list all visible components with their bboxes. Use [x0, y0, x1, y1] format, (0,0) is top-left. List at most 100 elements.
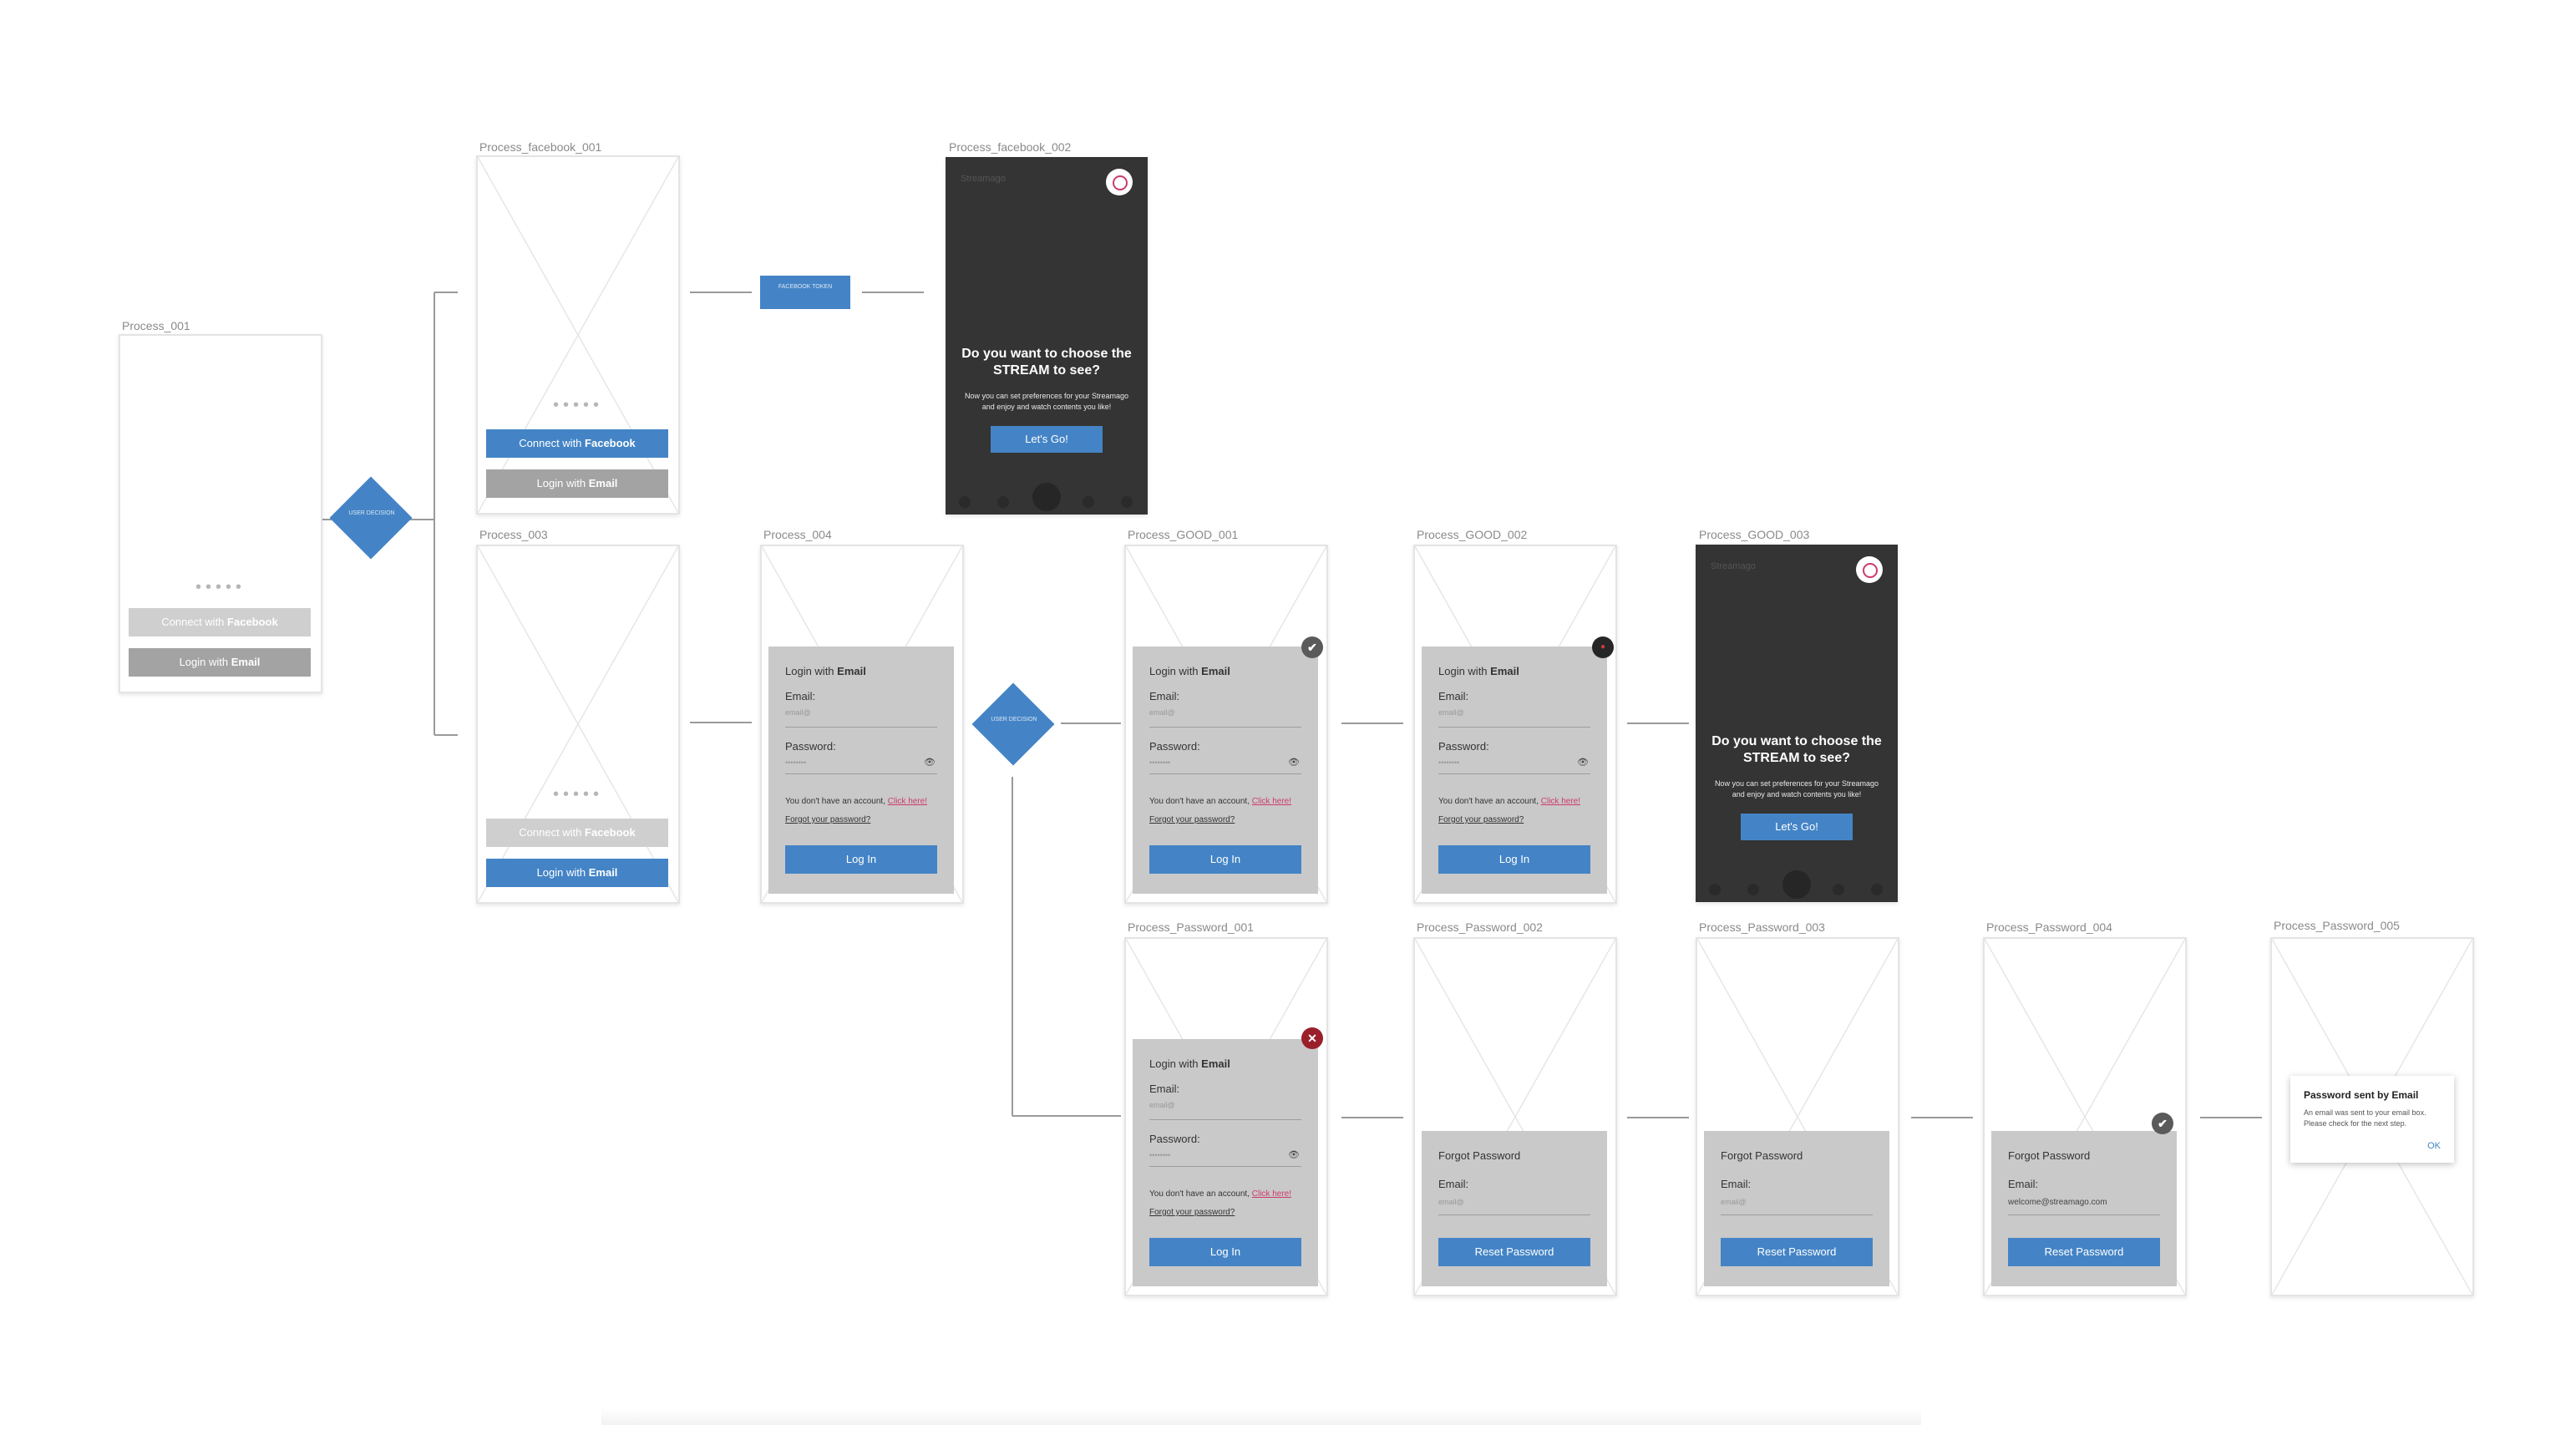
screen-process-003: ••••• Connect with Facebook Login with E… — [476, 545, 680, 904]
record-icon[interactable] — [1782, 870, 1811, 899]
email-field[interactable]: email@ — [1438, 708, 1464, 717]
password-field[interactable]: •••••••• — [1438, 758, 1460, 767]
globe-icon[interactable] — [1856, 556, 1883, 583]
lets-go-button[interactable]: Let's Go! — [1741, 814, 1853, 840]
chat-icon[interactable] — [1083, 496, 1094, 508]
stream-question: Do you want to choose the STREAM to see? — [961, 347, 1132, 378]
email-label: Email: — [1149, 1083, 1180, 1095]
login-panel: Login with Email Email: email@ Password:… — [1133, 647, 1318, 894]
screen-process-password-002: Forgot Password Email: email@ Reset Pass… — [1413, 937, 1617, 1296]
globe-icon[interactable] — [1106, 169, 1133, 195]
login-email-button[interactable]: Login with Email — [129, 648, 311, 677]
password-sent-dialog: Password sent by Email An email was sent… — [2290, 1076, 2454, 1163]
login-email-button[interactable]: Login with Email — [486, 469, 668, 498]
signup-text: You don't have an account, Click here! — [1149, 1189, 1292, 1199]
email-label: Email: — [2008, 1178, 2039, 1190]
search-icon[interactable] — [997, 496, 1009, 508]
login-panel: Login with Email Email: email@ Password:… — [1422, 647, 1607, 894]
forgot-panel: Forgot Password Email: email@ Reset Pass… — [1704, 1131, 1889, 1286]
profile-icon[interactable] — [1121, 496, 1133, 508]
password-field[interactable]: •••••••• — [785, 758, 807, 767]
email-field[interactable]: email@ — [1149, 1101, 1175, 1109]
divider — [1438, 773, 1590, 774]
signup-text: You don't have an account, Click here! — [785, 797, 928, 806]
forgot-panel: Forgot Password Email: email@ Reset Pass… — [1422, 1131, 1607, 1286]
email-field[interactable]: email@ — [1438, 1198, 1464, 1206]
lets-go-button[interactable]: Let's Go! — [991, 426, 1103, 453]
password-field[interactable]: •••••••• — [1149, 758, 1171, 767]
forgot-password-link[interactable]: Forgot your password? — [1438, 815, 1524, 824]
frame-title: Process_GOOD_001 — [1128, 528, 1239, 541]
login-button[interactable]: Log In — [1149, 845, 1301, 874]
button-label: Connect with — [161, 616, 225, 628]
email-field[interactable]: email@ — [1721, 1198, 1747, 1206]
canvas-shadow — [601, 1408, 1921, 1425]
login-button[interactable]: Log In — [1438, 845, 1590, 874]
connect-facebook-button[interactable]: Connect with Facebook — [486, 819, 668, 847]
panel-title: Forgot Password — [1438, 1149, 1521, 1162]
chat-icon[interactable] — [1833, 884, 1844, 895]
click-here-link[interactable]: Click here! — [1251, 797, 1292, 806]
button-label: Login with — [536, 866, 586, 879]
button-label: Login with — [536, 477, 586, 489]
divider — [1438, 1214, 1590, 1215]
screen-process-password-005: Password sent by Email An email was sent… — [2270, 937, 2474, 1296]
divider — [1721, 1214, 1873, 1215]
email-label: Email: — [1149, 690, 1180, 702]
panel-title: Login with Email — [1438, 665, 1519, 677]
login-panel: Login with Email Email: email@ Password:… — [768, 647, 954, 894]
eye-icon[interactable]: 👁 — [1288, 1150, 1300, 1160]
frame-title: Process_GOOD_002 — [1417, 528, 1528, 541]
divider — [1149, 1119, 1301, 1120]
frame-title: Process_Password_003 — [1699, 920, 1825, 934]
button-label-bold: Email — [588, 477, 618, 489]
panel-title: Forgot Password — [1721, 1149, 1803, 1162]
divider — [1438, 727, 1590, 728]
click-here-link[interactable]: Click here! — [1540, 797, 1581, 806]
forgot-password-link[interactable]: Forgot your password? — [1149, 815, 1235, 824]
button-label-bold: Facebook — [585, 826, 636, 839]
forgot-password-link[interactable]: Forgot your password? — [785, 815, 871, 824]
profile-icon[interactable] — [1871, 884, 1883, 895]
password-field[interactable]: •••••••• — [1149, 1151, 1171, 1159]
error-icon: ✕ — [1301, 1027, 1323, 1049]
record-icon[interactable] — [1032, 483, 1061, 511]
email-field[interactable]: welcome@streamago.com — [2008, 1198, 2107, 1207]
screen-process-004: Login with Email Email: email@ Password:… — [760, 545, 964, 904]
tab-bar — [1696, 869, 1898, 902]
eye-icon[interactable]: 👁 — [1577, 758, 1589, 768]
login-button[interactable]: Log In — [785, 845, 937, 874]
click-here-link[interactable]: Click here! — [887, 797, 928, 806]
reset-password-button[interactable]: Reset Password — [1721, 1238, 1873, 1266]
login-button[interactable]: Log In — [1149, 1238, 1301, 1266]
login-email-button[interactable]: Login with Email — [486, 859, 668, 887]
facebook-token-node: FACEBOOK TOKEN — [760, 276, 850, 309]
email-label: Email: — [1438, 690, 1469, 702]
frame-title: Process_003 — [479, 528, 548, 541]
eye-icon[interactable]: 👁 — [924, 758, 936, 768]
decision-label: USER DECISION — [991, 717, 1037, 723]
button-label: Login with — [179, 656, 229, 668]
connect-facebook-button[interactable]: Connect with Facebook — [129, 608, 311, 636]
email-field[interactable]: email@ — [785, 708, 811, 717]
button-label: Connect with — [519, 437, 582, 449]
screen-process-password-001: Login with Email Email: email@ Password:… — [1124, 937, 1328, 1296]
dialog-ok-button[interactable]: OK — [2427, 1141, 2441, 1151]
email-field[interactable]: email@ — [1149, 708, 1175, 717]
reset-password-button[interactable]: Reset Password — [1438, 1238, 1590, 1266]
button-label-bold: Email — [231, 656, 261, 668]
eye-icon[interactable]: 👁 — [1288, 758, 1300, 768]
home-icon[interactable] — [959, 496, 971, 508]
click-here-link[interactable]: Click here! — [1251, 1189, 1292, 1199]
page-indicator: ••••• — [195, 578, 246, 596]
image-placeholder — [478, 157, 678, 513]
forgot-password-link[interactable]: Forgot your password? — [1149, 1208, 1235, 1217]
reset-password-button[interactable]: Reset Password — [2008, 1238, 2160, 1266]
connect-facebook-button[interactable]: Connect with Facebook — [486, 429, 668, 458]
home-icon[interactable] — [1709, 884, 1721, 895]
password-label: Password: — [1149, 1133, 1200, 1145]
frame-title: Process_facebook_002 — [949, 140, 1072, 154]
search-icon[interactable] — [1747, 884, 1759, 895]
button-label-bold: Facebook — [585, 437, 636, 449]
